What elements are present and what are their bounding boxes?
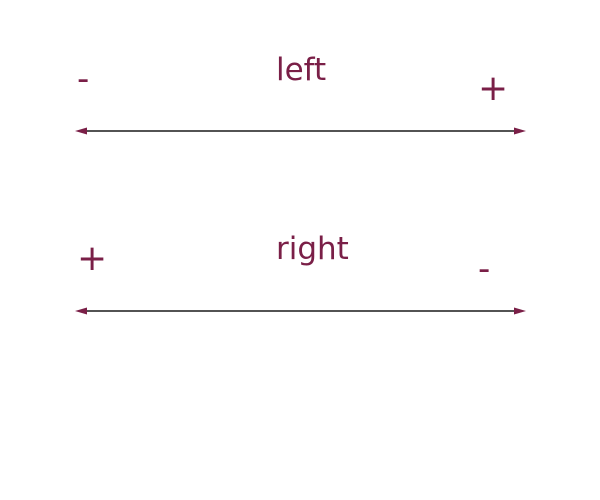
end-sign-left: + [478, 68, 509, 109]
arrowhead-start-right [75, 307, 87, 315]
arrowhead-end-right [514, 307, 526, 315]
axis-line-right-group [75, 307, 526, 315]
end-sign-right: - [478, 249, 491, 289]
arrowhead-end-left [514, 127, 526, 135]
start-sign-left: - [77, 59, 90, 99]
arrowhead-start-left [75, 127, 87, 135]
diagram-title-right: right [276, 231, 349, 267]
diagram-title-left: left [276, 52, 327, 88]
axis-line-left-group [75, 127, 526, 135]
start-sign-right: + [77, 238, 108, 279]
